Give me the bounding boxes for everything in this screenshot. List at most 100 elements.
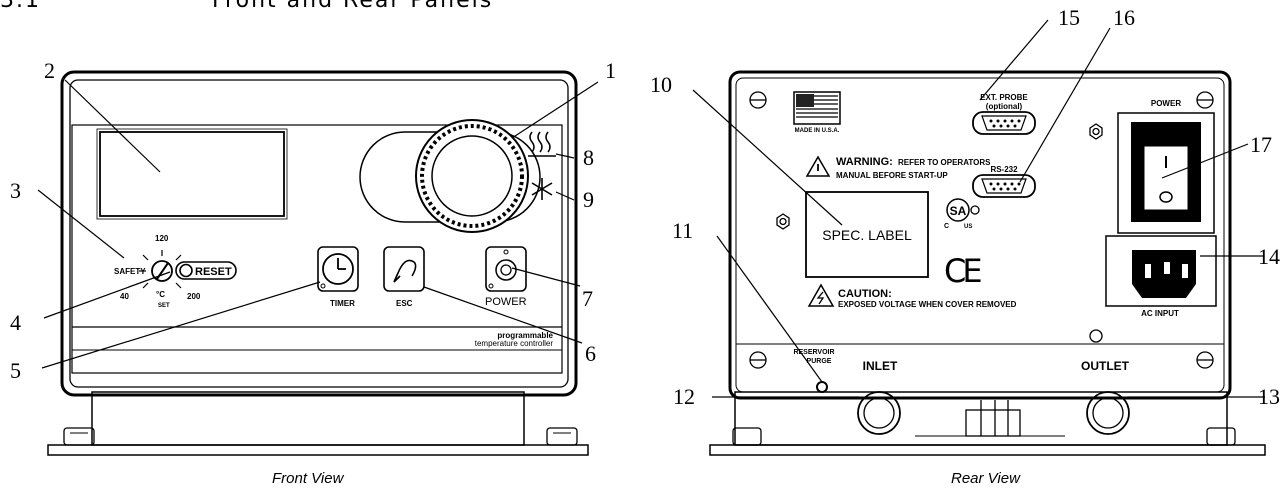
front-foot-right [546,427,578,446]
power-switch-housing [1117,112,1215,234]
rear-panel-inner [735,77,1225,393]
snowflake-icon [531,178,553,200]
front-view-caption: Front View [272,470,344,487]
front-power-label: POWER [485,296,527,308]
escape-arrow-icon [393,259,417,283]
warning-bold-label: WARNING: [836,156,893,168]
rear-foot-left [732,427,762,446]
made-in-usa-label: MADE IN U.S.A. [795,128,840,134]
front-bezel-outer [60,70,578,397]
ac-input-label: AC INPUT [1141,309,1179,318]
warning-rest-label: REFER TO OPERATORS [898,158,991,167]
rear-panel-outline [728,70,1232,400]
outlet-fitting[interactable] [1086,391,1130,435]
outlet-label: OUTLET [1081,359,1130,373]
dial-tick-120: 120 [155,234,169,243]
spec-label-text: SPEC. LABEL [822,227,912,243]
callout-6: 6 [585,341,596,366]
section-number: 3.1 [0,0,41,13]
control-knob-ring [415,119,529,233]
ext-probe-connector[interactable] [972,111,1036,135]
power-button-ring-icon [495,259,517,281]
esc-button[interactable] [383,246,425,292]
front-foot-left [63,427,95,446]
caution-line2-label: EXPOSED VOLTAGE WHEN COVER REMOVED [838,300,1017,309]
callout-15: 15 [1058,5,1080,30]
control-knob [431,135,513,217]
safety-dial [139,250,182,289]
brand-line-2: temperature controller [475,339,554,348]
outlet-indicator [1089,329,1103,343]
spec-label-box [805,191,929,278]
dial-set-label: SET [158,303,170,309]
callout-16: 16 [1113,5,1135,30]
front-power-button[interactable] [485,246,527,292]
front-callout-leaders [37,79,599,369]
callout-2: 2 [44,58,55,83]
callout-3: 3 [10,178,21,203]
inlet-fitting[interactable] [857,391,901,435]
callout-9: 9 [583,187,594,212]
callout-13: 13 [1258,384,1280,409]
ac-inlet-housing [1105,235,1217,307]
warning-line2-label: MANUAL BEFORE START-UP [836,171,948,180]
rear-foot-right [1206,427,1236,446]
callout-7: 7 [582,286,593,311]
front-lower-housing [91,391,525,446]
front-view: SAFETY 120 40 200 °C SET RESET TIMER ESC… [10,58,616,456]
dial-tick-200: 200 [187,292,201,301]
rear-screws [749,91,1214,369]
esc-label: ESC [396,299,413,308]
us-flag-icon [793,91,841,125]
reservoir-purge-label-2: PURGE [807,358,832,365]
caution-bold-label: CAUTION: [838,288,892,300]
callout-4: 4 [10,310,21,335]
ext-probe-label: EXT. PROBE [980,93,1028,102]
rear-base-plate [709,444,1266,456]
callout-11: 11 [672,218,693,243]
rear-view-caption: Rear View [951,470,1020,487]
display-window [99,131,285,217]
clock-icon [322,253,354,285]
csa-c-label: C [944,223,949,230]
ext-probe-optional-label: (optional) [986,102,1023,111]
caution-icon [807,283,835,307]
callout-1: 1 [605,58,616,83]
control-knob-grip [420,124,524,228]
front-base-plate [47,444,589,456]
csa-us-label: US [964,224,972,230]
csa-label: SA [950,204,967,218]
inlet-label: INLET [863,359,898,373]
reservoir-purge-label-1: RESERVOIR [793,349,834,356]
callout-10: 10 [650,72,672,97]
safety-label: SAFETY [114,267,146,276]
rs232-connector[interactable] [972,174,1036,198]
callout-5: 5 [10,358,21,383]
callout-14: 14 [1258,244,1280,269]
rear-view: MADE IN U.S.A. EXT. PROBE (optional) RS-… [650,5,1280,456]
front-bezel-inner [69,79,569,388]
section-title: Front and Rear Panels [212,0,494,13]
dial-tick-40: 40 [120,292,129,301]
rear-center-bracket [965,400,1021,437]
warning-icon [805,155,831,177]
front-panel [71,124,563,374]
reset-label: RESET [195,266,232,278]
ce-mark: CE [944,252,981,290]
rs232-label: RS-232 [990,165,1018,174]
reservoir-purge-port[interactable] [816,381,828,393]
rear-callout-leaders [692,19,1265,398]
callout-8: 8 [583,145,594,170]
timer-label: TIMER [330,299,355,308]
ext-probe-pins [989,119,1021,128]
callout-17: 17 [1250,132,1272,157]
power-rocker-switch[interactable] [1143,145,1189,211]
csa-mark-icon: SA C US [944,198,980,230]
reset-button[interactable] [175,261,237,280]
callout-12: 12 [673,384,695,409]
brand-line-1: programmable [497,331,553,340]
heat-icon [528,131,556,157]
dial-unit-label: °C [156,290,165,299]
timer-button[interactable] [317,246,359,292]
